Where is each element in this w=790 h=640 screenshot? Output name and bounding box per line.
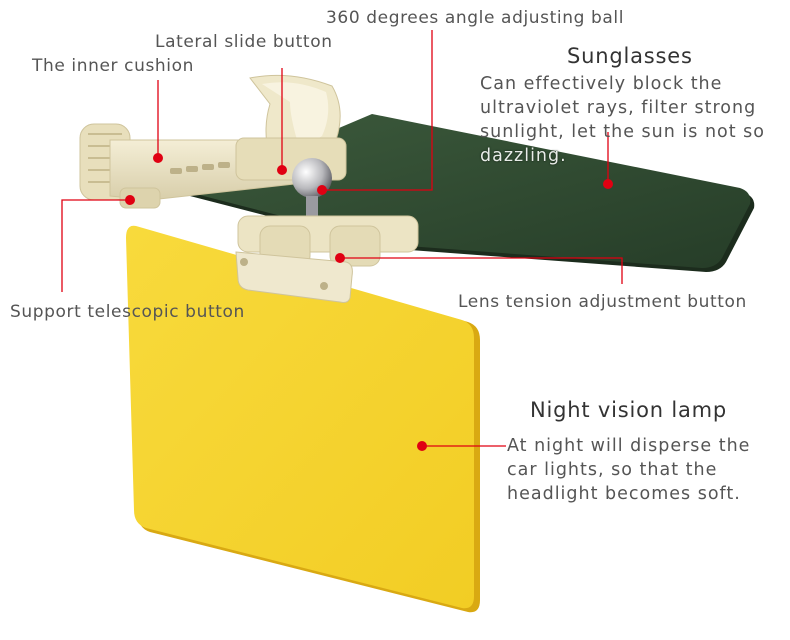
leader-lines — [61, 30, 623, 447]
leader-ball — [322, 30, 433, 191]
night-line: headlight becomes soft. — [507, 484, 741, 504]
sunglasses-line: Can effectively block the — [480, 74, 723, 94]
sunglasses-line: ultraviolet rays, filter strong — [480, 98, 757, 118]
marker-sunglasses — [603, 179, 613, 189]
marker-cushion — [153, 153, 163, 163]
visor-clip — [79, 74, 419, 303]
label-inner-cushion: The inner cushion — [32, 56, 194, 76]
night-vision-title: Night vision lamp — [530, 398, 728, 422]
leader-lens — [340, 257, 623, 284]
night-line: At night will disperse the — [507, 436, 751, 456]
label-lateral-slide: Lateral slide button — [155, 32, 333, 52]
marker-dots — [125, 153, 613, 451]
marker-night — [417, 441, 427, 451]
label-lens-tension: Lens tension adjustment button — [458, 292, 747, 312]
marker-lens — [335, 253, 345, 263]
sunglasses-description: Can effectively block the ultraviolet ra… — [480, 72, 765, 168]
night-vision-lens — [126, 225, 480, 613]
marker-ball — [317, 185, 327, 195]
label-support-telescopic: Support telescopic button — [10, 302, 245, 322]
label-angle-ball: 360 degrees angle adjusting ball — [326, 8, 625, 28]
sunglasses-title: Sunglasses — [567, 44, 693, 68]
marker-lateral — [277, 165, 287, 175]
sunglasses-line: sunlight, let the sun is not so — [480, 122, 765, 142]
sunglasses-line: dazzling. — [480, 146, 567, 166]
leader-support — [61, 199, 130, 292]
night-line: car lights, so that the — [507, 460, 718, 480]
night-vision-description: At night will disperse the car lights, s… — [507, 434, 750, 506]
marker-support — [125, 195, 135, 205]
